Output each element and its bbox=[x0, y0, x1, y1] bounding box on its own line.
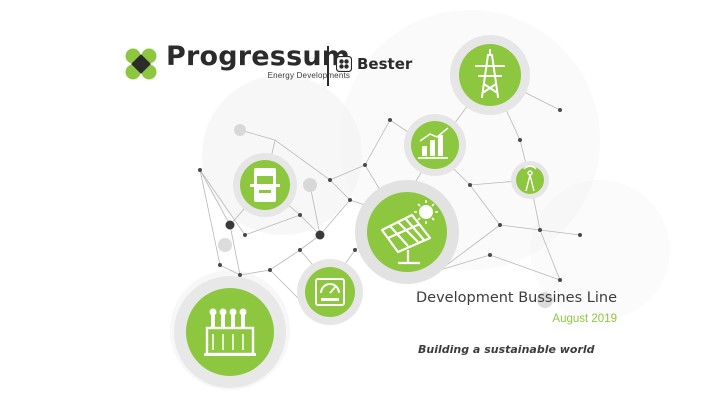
slide-tagline: Building a sustainable world bbox=[418, 343, 595, 356]
radio-tower-icon bbox=[511, 161, 549, 199]
brand-text: Progressum Energy Developments bbox=[166, 41, 351, 81]
brand-name: Progressum bbox=[166, 41, 351, 72]
transformer-icon bbox=[174, 276, 286, 388]
solar-panel-icon bbox=[355, 180, 459, 284]
brand-tagline: Energy Developments bbox=[267, 71, 351, 80]
control-panel-icon bbox=[233, 153, 297, 217]
clover-logo-icon bbox=[125, 48, 157, 80]
partner-name: Bester bbox=[357, 55, 413, 73]
progressum-logo: Progressum Energy Developments bbox=[124, 42, 350, 92]
gauge-icon bbox=[297, 259, 363, 325]
bar-chart-icon bbox=[404, 114, 466, 176]
slide-date: August 2019 bbox=[552, 313, 617, 325]
bester-logo-icon bbox=[336, 56, 352, 72]
slide-title: Development Bussines Line bbox=[416, 290, 617, 306]
bester-logo: Bester bbox=[336, 55, 412, 73]
logo-divider bbox=[327, 46, 329, 86]
power-tower-icon bbox=[450, 35, 530, 115]
